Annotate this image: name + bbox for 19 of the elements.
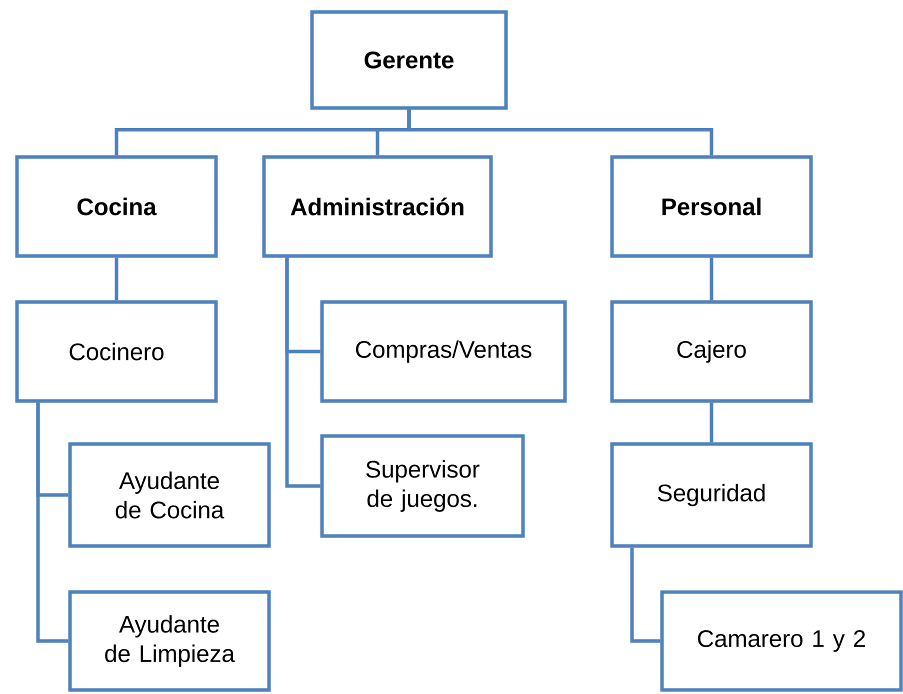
connector-line (710, 402, 714, 442)
org-box: Administración (262, 155, 493, 258)
org-box: Seguridad (610, 442, 813, 548)
connector-line (630, 548, 660, 643)
org-box: Supervisor de juegos. (320, 434, 525, 538)
connector-line (710, 258, 714, 300)
connector-line (114, 258, 118, 300)
org-box: Cocinero (15, 300, 218, 403)
org-box: Ayudante de Cocina (68, 442, 271, 548)
org-box: Compras/Ventas (320, 300, 567, 403)
connector-line (36, 402, 68, 643)
org-box: Personal (610, 155, 813, 258)
org-box: Ayudante de Limpieza (68, 590, 271, 692)
connector-line (407, 110, 714, 156)
org-box: Camarero 1 y 2 (660, 590, 903, 692)
org-box: Cajero (610, 300, 813, 403)
org-box: Cocina (15, 155, 218, 258)
connector-line (285, 258, 320, 488)
org-box: Gerente (310, 10, 508, 110)
